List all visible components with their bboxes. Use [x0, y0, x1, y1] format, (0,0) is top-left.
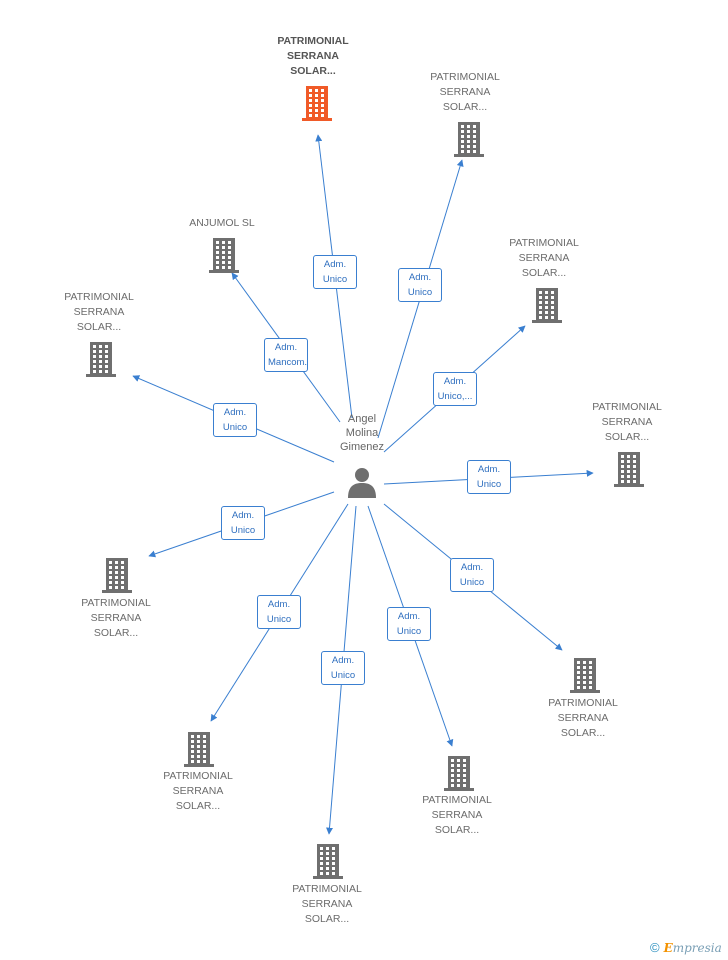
company-name-n0[interactable]: PATRIMONIAL SERRANA SOLAR... [277, 35, 349, 77]
company-name-n10[interactable]: PATRIMONIAL SERRANA SOLAR... [292, 883, 362, 925]
building-icon[interactable] [530, 286, 564, 324]
person-icon[interactable] [346, 466, 378, 498]
company-name-n4[interactable]: PATRIMONIAL SERRANA SOLAR... [64, 291, 134, 333]
building-icon[interactable] [207, 236, 241, 274]
company-name-n5[interactable]: PATRIMONIAL SERRANA SOLAR... [592, 401, 662, 443]
building-icon[interactable] [100, 556, 134, 594]
edge-label-n7[interactable]: Adm. Unico [450, 558, 494, 592]
brand-watermark: ©Empresia [650, 940, 722, 955]
building-icon[interactable] [442, 754, 476, 792]
edge-label-n0[interactable]: Adm. Unico [313, 255, 357, 289]
building-icon[interactable] [612, 450, 646, 488]
edge-label-n8[interactable]: Adm. Unico [257, 595, 301, 629]
edge-label-n2[interactable]: Adm. Mancom. [264, 338, 308, 372]
building-icon[interactable] [182, 730, 216, 768]
person-name[interactable]: Angel Molina Gimenez [339, 413, 385, 453]
edge-label-n9[interactable]: Adm. Unico [387, 607, 431, 641]
company-name-n2[interactable]: ANJUMOL SL [189, 217, 255, 229]
brand-name: mpresia [672, 941, 722, 955]
edge-label-n10[interactable]: Adm. Unico [321, 651, 365, 685]
copyright-symbol: © [650, 940, 660, 955]
edge-label-n6[interactable]: Adm. Unico [221, 506, 265, 540]
company-name-n8[interactable]: PATRIMONIAL SERRANA SOLAR... [163, 770, 233, 812]
edge-label-n5[interactable]: Adm. Unico [467, 460, 511, 494]
company-name-n3[interactable]: PATRIMONIAL SERRANA SOLAR... [509, 237, 579, 279]
company-name-n6[interactable]: PATRIMONIAL SERRANA SOLAR... [81, 597, 151, 639]
building-icon[interactable] [568, 656, 602, 694]
edge-label-n3[interactable]: Adm. Unico,... [433, 372, 477, 406]
edge-label-n4[interactable]: Adm. Unico [213, 403, 257, 437]
edge-label-n1[interactable]: Adm. Unico [398, 268, 442, 302]
company-name-n7[interactable]: PATRIMONIAL SERRANA SOLAR... [548, 697, 618, 739]
company-name-n9[interactable]: PATRIMONIAL SERRANA SOLAR... [422, 794, 492, 836]
company-name-n1[interactable]: PATRIMONIAL SERRANA SOLAR... [430, 71, 500, 113]
building-icon[interactable] [452, 120, 486, 158]
building-icon[interactable] [84, 340, 118, 378]
building-icon[interactable] [311, 842, 345, 880]
building-icon[interactable] [300, 84, 334, 122]
brand-initial: E [663, 941, 673, 955]
